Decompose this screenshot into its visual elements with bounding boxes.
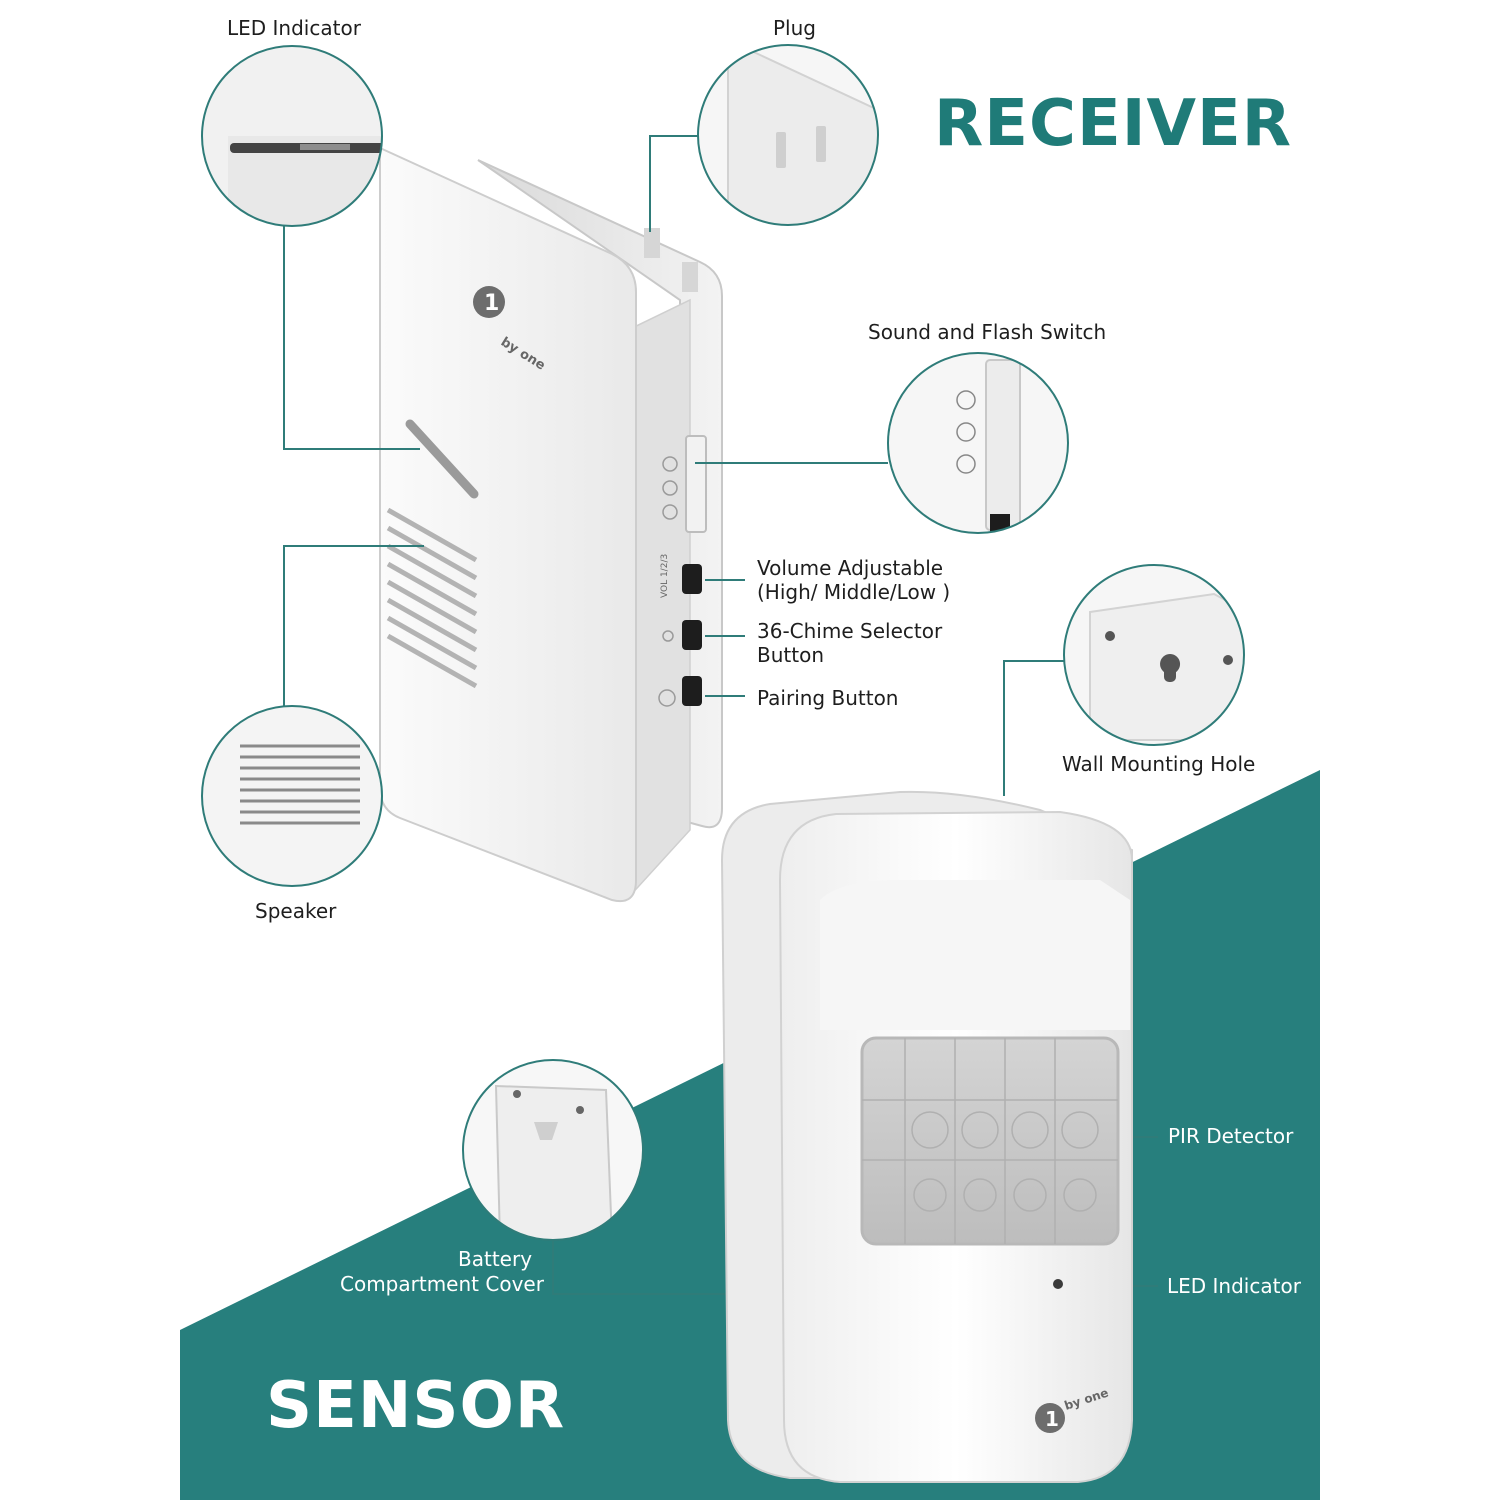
chime-selector-label-line1: 36-Chime Selector <box>757 619 943 643</box>
callout-circle-plug <box>697 44 879 226</box>
receiver-device: 1 by one VOL 1/2/3 <box>379 146 723 902</box>
plug-label: Plug <box>773 16 816 40</box>
sound-flash-switch-label: Sound and Flash Switch <box>868 320 1107 344</box>
led-indicator-label: LED Indicator <box>227 16 361 40</box>
sensor-heading: SENSOR <box>266 1369 566 1443</box>
callout-circle-led <box>201 45 383 227</box>
wall-mounting-hole-label: Wall Mounting Hole <box>1062 752 1256 776</box>
speaker-grille <box>386 507 478 689</box>
pir-lens <box>860 1036 1120 1246</box>
chime-selector-label-line2: Button <box>757 643 824 667</box>
side-controls: VOL 1/2/3 <box>658 435 707 707</box>
callout-circle-wall-mount <box>1063 564 1245 746</box>
callout-circle-switch <box>887 352 1069 534</box>
svg-text:1: 1 <box>1045 1407 1059 1431</box>
callout-circle-battery <box>462 1059 644 1241</box>
sensor-led <box>1053 1279 1063 1289</box>
callout-circle-speaker <box>201 705 383 887</box>
pir-detector-label: PIR Detector <box>1168 1124 1294 1148</box>
volume-label-line1: Volume Adjustable <box>757 556 944 580</box>
receiver-heading: RECEIVER <box>934 87 1293 161</box>
callout-lines <box>283 135 1158 1295</box>
svg-text:1: 1 <box>484 291 499 316</box>
speaker-label: Speaker <box>255 899 337 923</box>
battery-cover-label-line1: Battery <box>458 1247 533 1271</box>
vol-side-label: VOL 1/2/3 <box>660 554 670 598</box>
sensor-led-indicator-label: LED Indicator <box>1167 1274 1301 1298</box>
sensor-device: 1 by one <box>720 790 1133 1483</box>
volume-label-line2: (High/ Middle/Low ) <box>757 580 951 604</box>
battery-cover-label-line2: Compartment Cover <box>340 1272 544 1296</box>
pairing-button-label: Pairing Button <box>757 686 899 710</box>
